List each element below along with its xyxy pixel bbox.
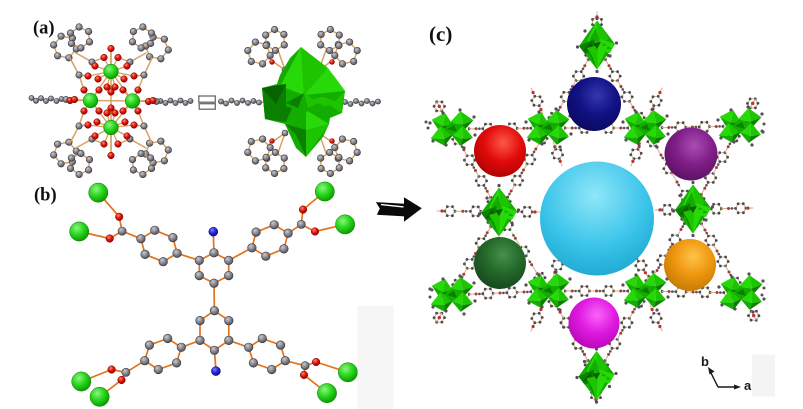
- svg-text:b: b: [701, 354, 709, 369]
- svg-text:(a): (a): [33, 19, 55, 39]
- svg-text:a: a: [744, 378, 752, 393]
- svg-text:(b): (b): [34, 186, 57, 206]
- svg-text:(c): (c): [429, 22, 452, 46]
